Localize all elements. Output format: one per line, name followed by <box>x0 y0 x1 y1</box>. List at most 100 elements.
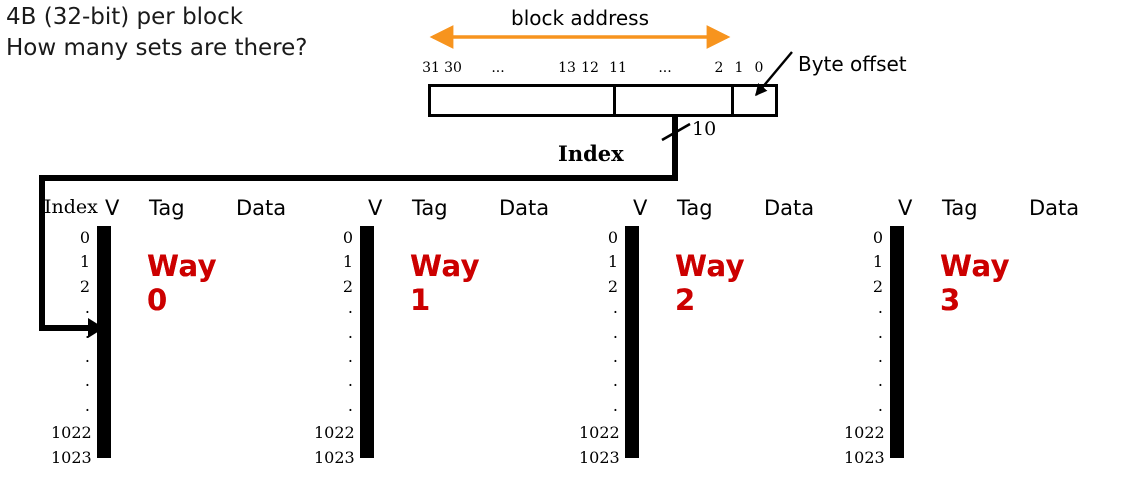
way-label-3: Way 3 <box>940 249 1011 317</box>
bit-label-2: 2 <box>714 60 724 76</box>
table-row[interactable] <box>363 251 371 276</box>
table-row[interactable] <box>363 385 371 411</box>
table-row[interactable] <box>363 408 371 433</box>
cell-data <box>367 273 371 299</box>
row-label: . <box>612 346 618 366</box>
cell-v <box>893 273 897 299</box>
cell-tag <box>365 408 369 433</box>
cell-v <box>100 430 104 455</box>
cell-v <box>893 363 897 388</box>
bit-label-1: 1 <box>734 60 744 76</box>
table-row[interactable] <box>100 363 108 388</box>
cell-data <box>632 273 636 299</box>
address-divider-index-offset <box>731 84 734 117</box>
cell-data <box>632 228 636 254</box>
way-label-0: Way 0 <box>147 249 218 317</box>
row-label: 1 <box>872 252 883 272</box>
cell-v <box>363 408 367 433</box>
cell-tag <box>102 385 106 411</box>
cell-tag <box>895 273 899 299</box>
table-row[interactable] <box>628 251 636 276</box>
table-row[interactable] <box>628 273 636 299</box>
cell-data <box>367 296 371 321</box>
row-label: 1023 <box>51 447 92 467</box>
table-row[interactable] <box>100 296 108 321</box>
table-row[interactable] <box>363 430 371 455</box>
table-row[interactable] <box>363 318 371 343</box>
table-row[interactable] <box>628 340 636 366</box>
table-row[interactable] <box>100 228 108 254</box>
cell-v <box>363 385 367 411</box>
table-row[interactable] <box>893 228 901 254</box>
cell-data <box>897 385 901 411</box>
cell-v <box>363 340 367 366</box>
table-row[interactable] <box>100 340 108 366</box>
cell-data <box>104 273 108 299</box>
table-row[interactable] <box>893 430 901 455</box>
table-row[interactable] <box>100 408 108 433</box>
cell-data <box>104 251 108 276</box>
cell-data <box>897 318 901 343</box>
cell-v <box>893 340 897 366</box>
row-label: 2 <box>79 276 90 296</box>
bit-label-12: 12 <box>581 60 599 76</box>
row-label: 1022 <box>314 423 355 443</box>
table-row[interactable] <box>628 318 636 343</box>
table-row[interactable] <box>100 318 108 343</box>
table-row[interactable] <box>893 296 901 321</box>
cell-data <box>897 408 901 433</box>
row-label: 2 <box>872 276 883 296</box>
cell-data <box>632 408 636 433</box>
cell-data <box>897 340 901 366</box>
cell-data <box>897 251 901 276</box>
cell-tag <box>895 363 899 388</box>
bit-label-30: 30 <box>444 60 462 76</box>
table-row[interactable] <box>628 296 636 321</box>
cell-data <box>632 363 636 388</box>
cell-tag <box>895 385 899 411</box>
table-row[interactable] <box>363 273 371 299</box>
cell-data <box>367 318 371 343</box>
index-signal-label: Index <box>558 141 624 166</box>
table-row[interactable] <box>893 251 901 276</box>
row-label: . <box>877 395 883 415</box>
bit-label-dotsdotsdots: ... <box>491 60 505 76</box>
table-row[interactable] <box>893 385 901 411</box>
row-label: 1023 <box>579 447 620 467</box>
table-row[interactable] <box>363 296 371 321</box>
row-label: 1022 <box>579 423 620 443</box>
table-row[interactable] <box>628 228 636 254</box>
cell-tag <box>630 385 634 411</box>
table-row[interactable] <box>893 363 901 388</box>
cell-v <box>363 430 367 455</box>
table-row[interactable] <box>893 408 901 433</box>
table-row[interactable] <box>100 273 108 299</box>
cell-v <box>100 408 104 433</box>
row-label: . <box>612 322 618 342</box>
table-row[interactable] <box>893 340 901 366</box>
table-row[interactable] <box>100 430 108 455</box>
address-bit-field-box <box>428 84 778 117</box>
cell-data <box>367 340 371 366</box>
row-label: 1 <box>79 252 90 272</box>
table-row[interactable] <box>100 251 108 276</box>
cell-v <box>893 296 897 321</box>
table-row[interactable] <box>628 408 636 433</box>
table-row[interactable] <box>363 228 371 254</box>
table-row[interactable] <box>363 363 371 388</box>
table-row[interactable] <box>893 273 901 299</box>
bit-label-dotsdotsdots: ... <box>658 60 672 76</box>
row-label: . <box>84 298 90 318</box>
table-row[interactable] <box>100 385 108 411</box>
table-row[interactable] <box>628 385 636 411</box>
cell-data <box>632 296 636 321</box>
cell-v <box>628 408 632 433</box>
cell-tag <box>102 408 106 433</box>
cell-v <box>100 385 104 411</box>
table-row[interactable] <box>628 363 636 388</box>
table-row[interactable] <box>893 318 901 343</box>
column-header-tag: Tag <box>942 196 978 220</box>
table-row[interactable] <box>628 430 636 455</box>
table-row[interactable] <box>363 340 371 366</box>
